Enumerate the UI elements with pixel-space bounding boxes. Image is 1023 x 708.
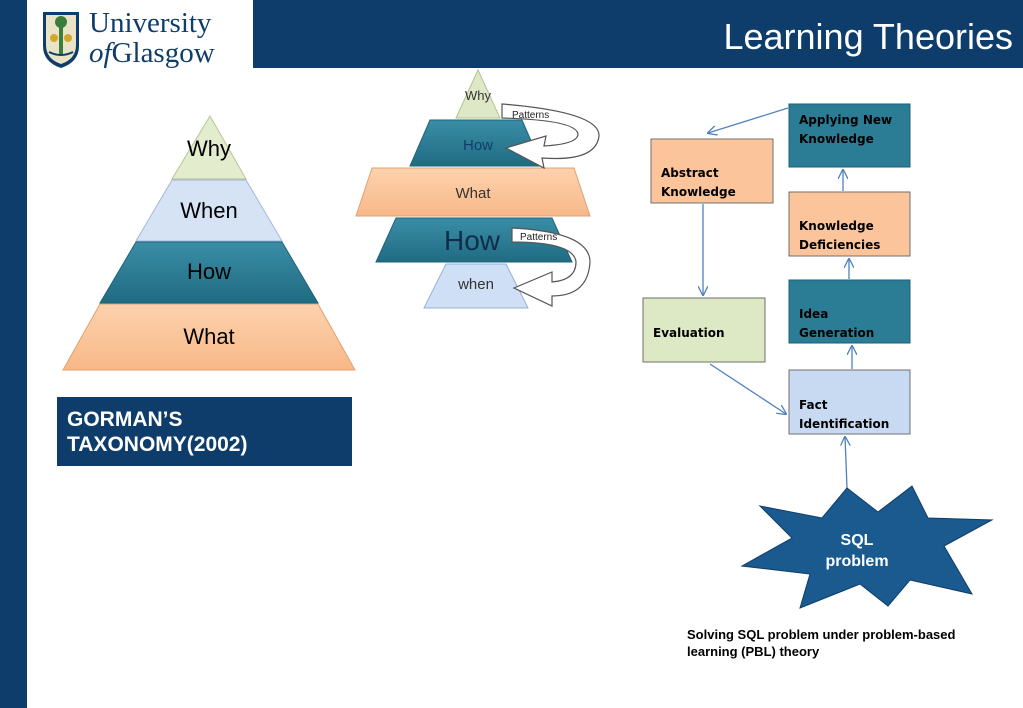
gorman-label-line1: GORMAN’S [67,408,183,431]
pbl-caption: Solving SQL problem under problem-based … [687,627,956,659]
box-idea-label-1: Idea [799,307,828,321]
university-logo[interactable]: University ofGlasgow [27,0,253,77]
stack-label-why: Why [465,88,492,103]
box-applying-label-1: Applying New [799,113,892,127]
pyramid-label-how: How [187,259,231,284]
pyramid-level-when [135,179,283,242]
patterns-label-bottom: Patterns [520,232,557,243]
stack-when-shape [423,263,529,309]
patterns-label-top: Patterns [512,110,549,121]
box-fact-label-2: Identification [799,417,889,431]
box-idea-generation [788,279,911,344]
star-label-1: SQL [841,532,874,549]
sql-problem-star [740,485,994,609]
box-abstract-label-2: Knowledge [661,185,736,199]
pyramid-label-what: What [183,324,234,349]
stack-label-what: What [455,185,491,202]
left-sidebar-bar [0,0,27,708]
arrow-evaluation-to-fact [709,363,786,414]
logo-glasgow-text: ofGlasgow [89,38,215,68]
box-fact-label-1: Fact [799,398,828,412]
page-title: Learning Theories [723,16,1013,57]
box-idea-label-2: Generation [799,326,874,340]
box-evaluation-label: Evaluation [653,326,725,340]
logo-university-text: University [89,7,212,39]
patterns-stack: Why How What How when Patterns Patterns [355,68,600,309]
pbl-flowchart: Applying New Knowledge Abstract Knowledg… [642,103,994,609]
crest-icon [43,12,79,68]
box-knowledge-deficiencies [788,191,911,257]
box-fact-identification [788,369,911,435]
box-abstract-knowledge [650,138,774,204]
gorman-taxonomy-label: GORMAN’S TAXONOMY(2002) [57,397,352,466]
box-evaluation [642,297,766,363]
patterns-curved-arrow-bottom [511,227,591,307]
gorman-label-line2: TAXONOMY(2002) [67,433,248,456]
stack-label-when: when [457,276,494,293]
pyramid-level-how [99,241,319,304]
box-abstract-label-1: Abstract [661,166,719,180]
pyramid-level-why [171,115,247,180]
arrow-applying-to-abstract [708,107,789,133]
stack-label-how-small: How [463,137,493,154]
gorman-pyramid: Why When How What [62,115,356,371]
stack-what-shape [355,167,591,217]
stack-why-shape [455,68,501,119]
box-applying-new-knowledge [788,103,911,168]
pyramid-label-when: When [180,198,237,223]
box-deficiencies-label-2: Deficiencies [799,238,880,252]
star-label-2: problem [825,553,888,570]
patterns-curved-arrow-top [501,103,600,170]
logo-of-text: of [89,37,112,69]
stack-label-how-large: How [444,225,501,256]
box-deficiencies-label-1: Knowledge [799,219,874,233]
arrow-star-to-fact [845,437,847,489]
pyramid-label-why: Why [187,136,231,161]
logo-glasgow-word: Glasgow [111,37,215,69]
pyramid-level-what [62,303,356,371]
box-applying-label-2: Knowledge [799,132,874,146]
